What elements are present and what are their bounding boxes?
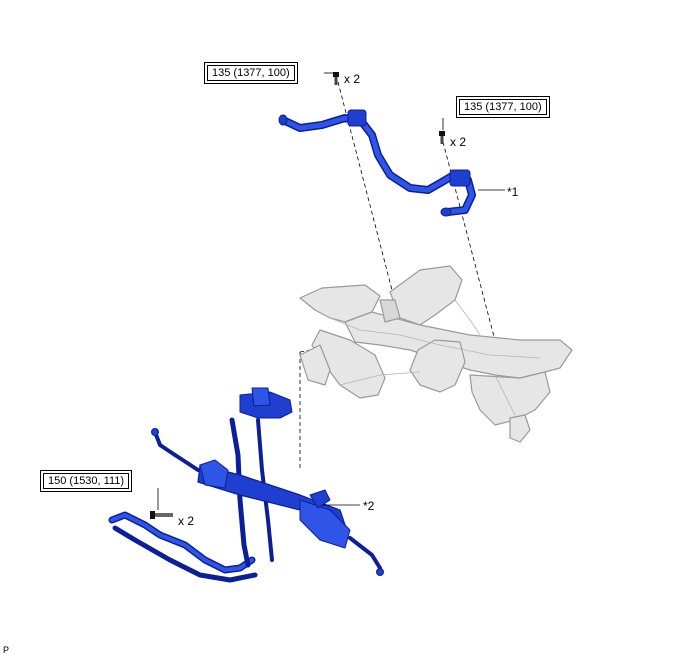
bolt-icon	[439, 131, 445, 144]
quantity-label: x 2	[344, 72, 361, 86]
torque-spec-label: 135 (1377, 100)	[459, 99, 547, 115]
steering-gear-assembly	[108, 387, 384, 583]
torque-spec-box-stabilizer-right: 135 (1377, 100)	[456, 96, 550, 118]
stabilizer-bar	[278, 109, 476, 217]
torque-spec-box-stabilizer-left: 135 (1377, 100)	[204, 62, 298, 84]
torque-spec-label: 135 (1377, 100)	[207, 65, 295, 81]
quantity-label: x 2	[450, 135, 467, 149]
callout-steering-gear: *2	[363, 499, 375, 513]
torque-spec-label: 150 (1530, 111)	[43, 473, 130, 489]
diagram-code: P	[3, 645, 10, 655]
leader-lines	[157, 72, 505, 510]
front-suspension-crossmember	[299, 265, 573, 443]
quantity-label: x 2	[178, 514, 195, 528]
callout-stabilizer-bar: *1	[507, 185, 519, 199]
bolt-icon	[150, 511, 173, 519]
crossmember-detail-lines	[329, 299, 541, 416]
dashed-alignment-lines	[299, 81, 499, 470]
torque-spec-box-steering-gear: 150 (1530, 111)	[40, 470, 133, 492]
bolt-icon	[333, 72, 339, 85]
